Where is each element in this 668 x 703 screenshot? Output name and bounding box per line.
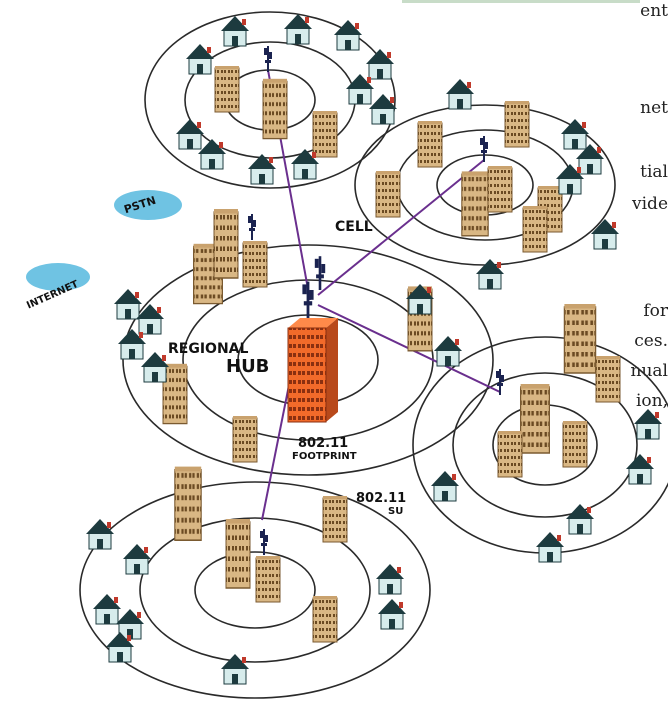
house-icon (590, 218, 620, 250)
cell-ring (139, 517, 371, 663)
text-fragment-4: vide (632, 194, 668, 214)
house-icon (185, 43, 215, 75)
building-icon (225, 518, 251, 589)
top-divider-bar (402, 0, 640, 3)
building-icon (312, 595, 338, 643)
cell-ring (194, 551, 316, 629)
antenna-tower-icon (263, 45, 273, 73)
antenna-tower-icon (301, 280, 316, 320)
house-icon (197, 138, 227, 170)
house-icon (122, 543, 152, 575)
house-icon (85, 518, 115, 550)
building-icon (174, 465, 202, 542)
building-icon (487, 165, 513, 213)
cell-right-bottom (430, 303, 663, 563)
building-icon (504, 100, 530, 148)
house-icon (375, 563, 405, 595)
house-icon (113, 288, 143, 320)
house-icon (633, 408, 663, 440)
building-icon (255, 555, 281, 603)
building-icon (375, 170, 401, 218)
text-fragment-2: net (640, 98, 668, 118)
building-icon (595, 355, 621, 403)
house-icon (175, 118, 205, 150)
text-fragment-6: ces. (634, 331, 668, 351)
building-icon (519, 383, 551, 454)
pstn-cloud (114, 190, 182, 220)
house-icon (220, 653, 250, 685)
building-icon (162, 363, 188, 425)
regional-label: REGIONAL (168, 341, 248, 357)
house-icon (92, 593, 122, 625)
house-icon (105, 631, 135, 663)
su-label-top: 802.11 (356, 491, 406, 506)
house-icon (368, 93, 398, 125)
house-icon (283, 13, 313, 45)
hub-label: HUB (226, 356, 269, 377)
building-icon (262, 78, 288, 140)
building-icon (242, 240, 268, 288)
building-icon (214, 65, 240, 113)
house-icon (445, 78, 475, 110)
antenna-tower-icon (479, 135, 489, 163)
building-icon (497, 430, 523, 478)
antenna-tower-icon (313, 254, 327, 292)
antenna-tower-icon (259, 528, 269, 556)
text-fragment-3: tial (640, 162, 668, 182)
footprint-label-bottom: FOOTPRINT (292, 451, 357, 462)
house-icon (535, 531, 565, 563)
building-icon (213, 208, 239, 279)
footprint-label-top: 802.11 (298, 436, 348, 451)
house-icon (345, 73, 375, 105)
house-icon (117, 328, 147, 360)
cell-ring (144, 11, 396, 189)
cell-right (375, 78, 620, 290)
building-icon (312, 110, 338, 158)
text-fragment-7: nual (630, 361, 668, 381)
building-icon (322, 495, 348, 543)
house-icon (220, 15, 250, 47)
house-icon (433, 335, 463, 367)
cell-label: CELL (335, 219, 373, 235)
link-line (317, 159, 485, 296)
cell-hub (113, 208, 463, 463)
building-icon (522, 205, 548, 253)
building-icon (562, 420, 588, 468)
house-icon (333, 19, 363, 51)
hub-ring (122, 244, 494, 476)
house-icon (565, 503, 595, 535)
building-icon (417, 120, 443, 168)
regional-hub-building-icon (287, 318, 338, 423)
house-icon (135, 303, 165, 335)
house-icon (247, 153, 277, 185)
internet-cloud (26, 263, 90, 291)
text-fragment-8: ion, (635, 391, 668, 411)
building-icon (461, 170, 489, 237)
house-icon (625, 453, 655, 485)
house-icon (140, 351, 170, 383)
building-icon (563, 303, 597, 374)
cell-ring (79, 481, 431, 699)
text-fragment-5: for (643, 301, 668, 321)
antenna-tower-icon (247, 213, 257, 241)
house-icon (365, 48, 395, 80)
house-icon (560, 118, 590, 150)
text-fragment-1: ent (640, 1, 668, 21)
house-icon (555, 163, 585, 195)
su-label-bottom: SU (388, 506, 403, 517)
building-icon (232, 415, 258, 463)
cell-ring (452, 372, 638, 518)
house-icon (430, 470, 460, 502)
house-icon (475, 258, 505, 290)
house-icon (377, 598, 407, 630)
house-icon (290, 148, 320, 180)
